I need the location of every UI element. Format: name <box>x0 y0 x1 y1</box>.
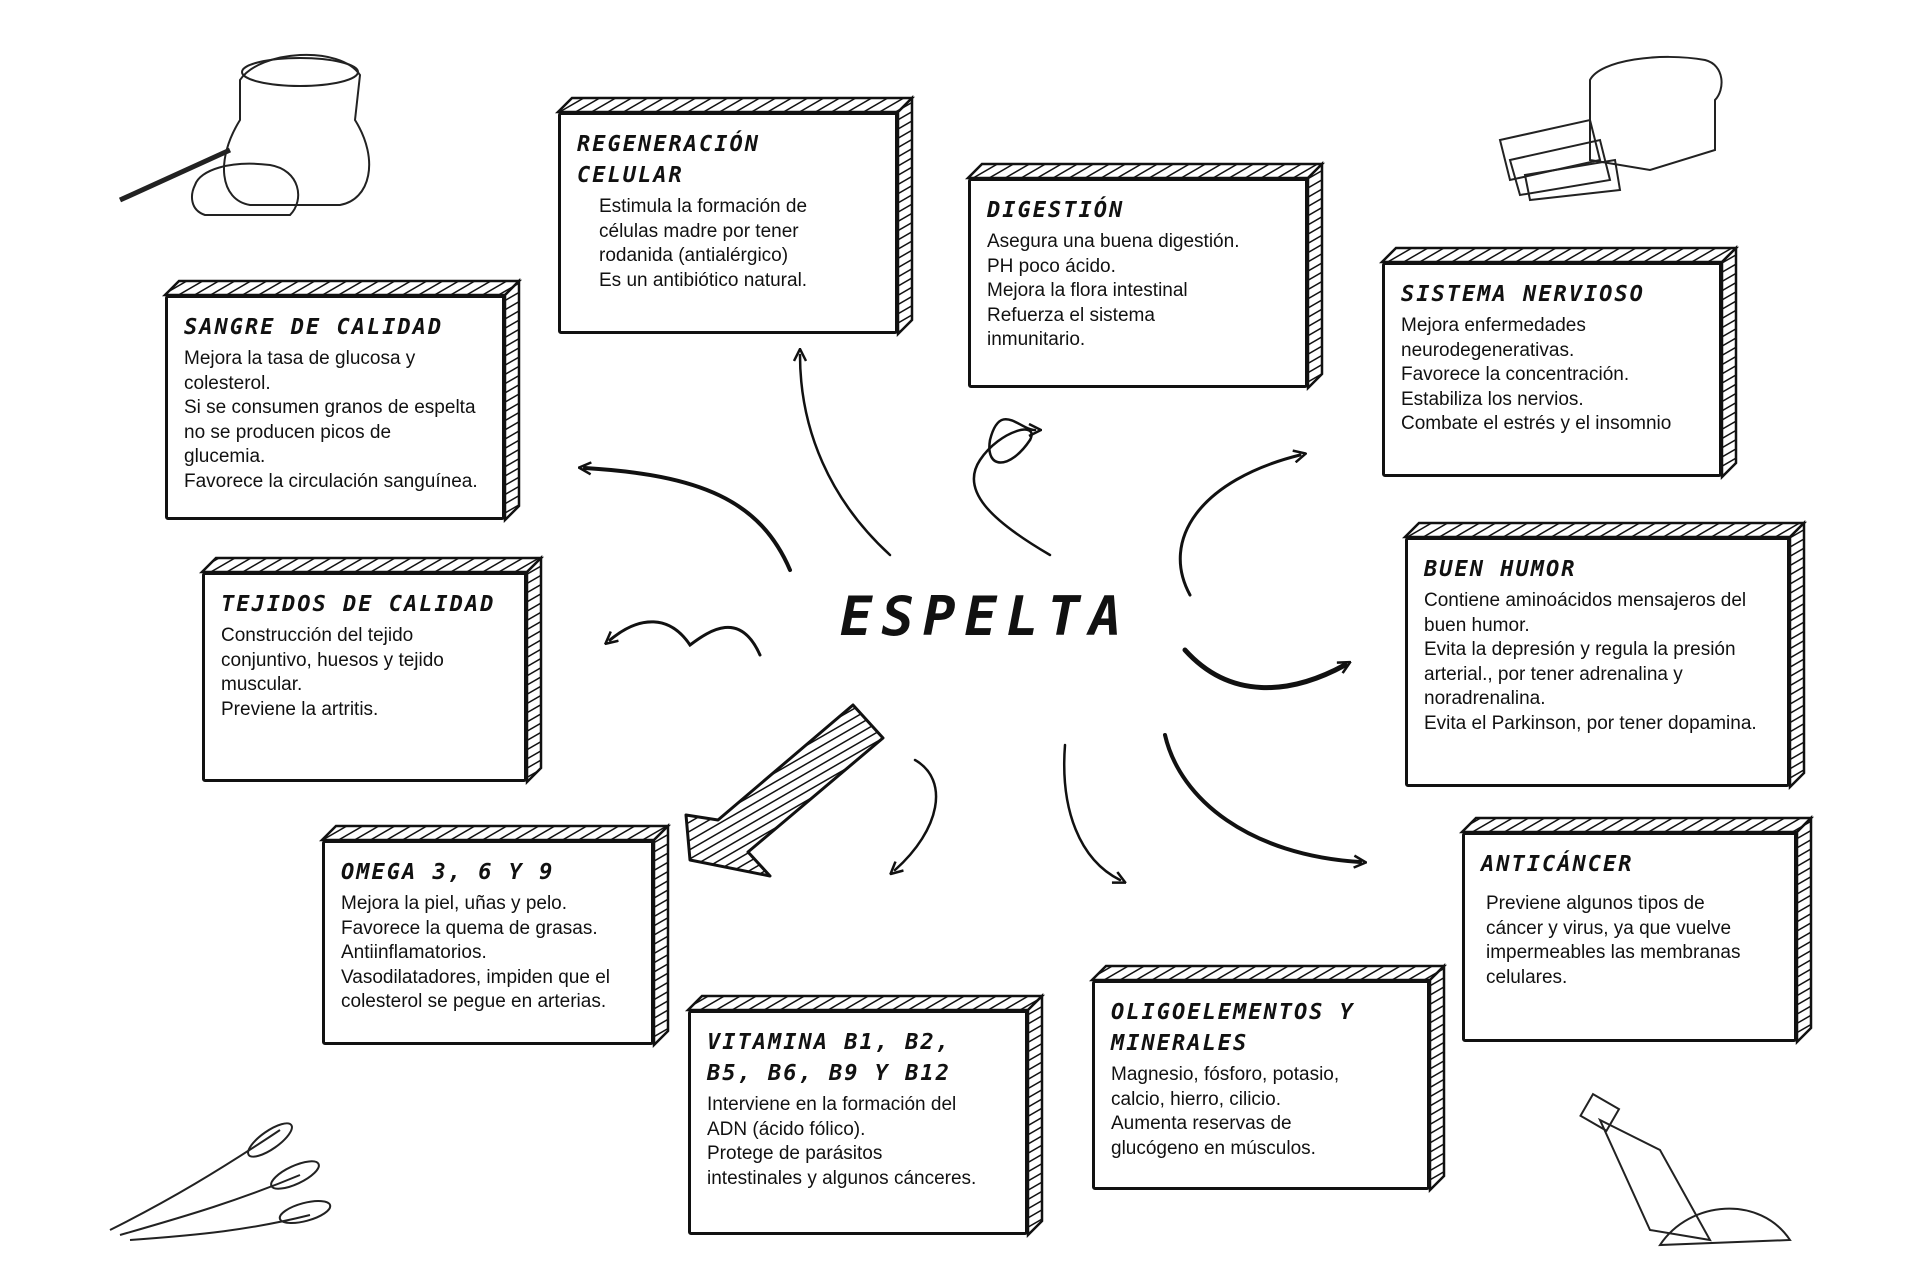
box-title: Sangre de calidad <box>184 315 444 340</box>
box-top-side <box>161 279 523 297</box>
box-title: Digestión <box>987 198 1125 223</box>
box-vitamina: Vitamina B1, B2, B5, B6, B9 y B12 Interv… <box>688 1010 1028 1235</box>
box-body: Contiene aminoácidos mensajeros del buen… <box>1424 590 1757 734</box>
box-right-side <box>1788 519 1806 791</box>
box-right-side <box>503 277 521 524</box>
box-top-side <box>318 824 672 842</box>
box-top-side <box>1088 964 1448 982</box>
wheat-icon <box>109 1122 332 1241</box>
box-title: Omega 3, 6 y 9 <box>341 860 555 885</box>
box-digestion: Digestión Asegura una buena digestión. P… <box>968 178 1308 388</box>
box-title: Regeneración celular <box>577 132 760 188</box>
arrow-to-regeneracion <box>800 355 892 557</box>
box-body: Asegura una buena digestión. PH poco áci… <box>987 231 1240 350</box>
box-right-side <box>652 822 670 1049</box>
box-title: Anticáncer <box>1481 852 1634 877</box>
box-body: Previene algunos tipos de cáncer y virus… <box>1486 893 1741 988</box>
box-top-side <box>1378 246 1740 264</box>
box-title: Oligoelementos y minerales <box>1111 1000 1355 1056</box>
box-anticancer: Anticáncer Previene algunos tipos de cán… <box>1462 832 1797 1042</box>
box-tejidos: Tejidos de calidad Construcción del teji… <box>202 572 527 782</box>
box-title: Vitamina B1, B2, B5, B6, B9 y B12 <box>707 1030 951 1086</box>
arrow-to-tejidos <box>610 620 762 657</box>
bread-loaf-icon <box>1498 55 1723 202</box>
arrow-to-digestion <box>972 428 1052 557</box>
box-sangre: Sangre de calidad Mejora la tasa de gluc… <box>165 295 505 520</box>
box-top-side <box>198 556 545 574</box>
box-body: Mejora la tasa de glucosa y colesterol. … <box>184 348 478 492</box>
box-body: Magnesio, fósforo, potasio, calcio, hier… <box>1111 1064 1340 1159</box>
grain-scoop-icon <box>1579 1092 1792 1247</box>
box-right-side <box>896 94 914 338</box>
box-right-side <box>1026 992 1044 1239</box>
box-right-side <box>1720 244 1738 481</box>
box-top-side <box>554 96 916 114</box>
big-hatched-arrow <box>684 703 885 878</box>
flour-sack-icon <box>118 53 371 216</box>
box-body: Interviene en la formación del ADN (ácid… <box>707 1094 977 1189</box>
arrows <box>585 355 1360 880</box>
box-right-side <box>1306 160 1324 392</box>
box-right-side <box>525 554 543 786</box>
box-body: Mejora enfermedades neurodegenerativas. … <box>1401 315 1672 434</box>
arrow-to-sangre <box>585 468 792 572</box>
box-body: Construcción del tejido conjuntivo, hues… <box>221 625 444 720</box>
box-body: Estimula la formación de células madre p… <box>599 196 808 291</box>
box-shadows <box>161 94 1815 1239</box>
central-title: ESPELTA <box>840 585 1131 648</box>
box-body: Mejora la piel, uñas y pelo. Favorece la… <box>341 893 610 1012</box>
arrow-to-anticancer <box>1163 733 1360 862</box>
arrow-to-sistema <box>1178 455 1300 597</box>
box-top-side <box>1458 816 1815 834</box>
box-right-side <box>1428 962 1446 1194</box>
box-top-side <box>1401 521 1808 539</box>
box-top-side <box>684 994 1046 1012</box>
arrow-to-humor <box>1182 647 1345 690</box>
box-oligo: Oligoelementos y minerales Magnesio, fós… <box>1092 980 1430 1190</box>
box-right-side <box>1795 814 1813 1046</box>
box-title: Sistema nervioso <box>1401 282 1645 307</box>
arrow-to-vitamina <box>895 758 938 870</box>
arrow-to-oligo <box>1063 743 1120 880</box>
box-regeneracion: Regeneración celular Estimula la formaci… <box>558 112 898 334</box>
box-omega: Omega 3, 6 y 9 Mejora la piel, uñas y pe… <box>322 840 654 1045</box>
box-top-side <box>964 162 1326 180</box>
box-title: Tejidos de calidad <box>221 592 496 617</box>
box-humor: Buen humor Contiene aminoácidos mensajer… <box>1405 537 1790 787</box>
box-title: Buen humor <box>1424 557 1577 582</box>
arrow-to-digestion-loop <box>988 417 1035 464</box>
box-sistema: Sistema nervioso Mejora enfermedades neu… <box>1382 262 1722 477</box>
